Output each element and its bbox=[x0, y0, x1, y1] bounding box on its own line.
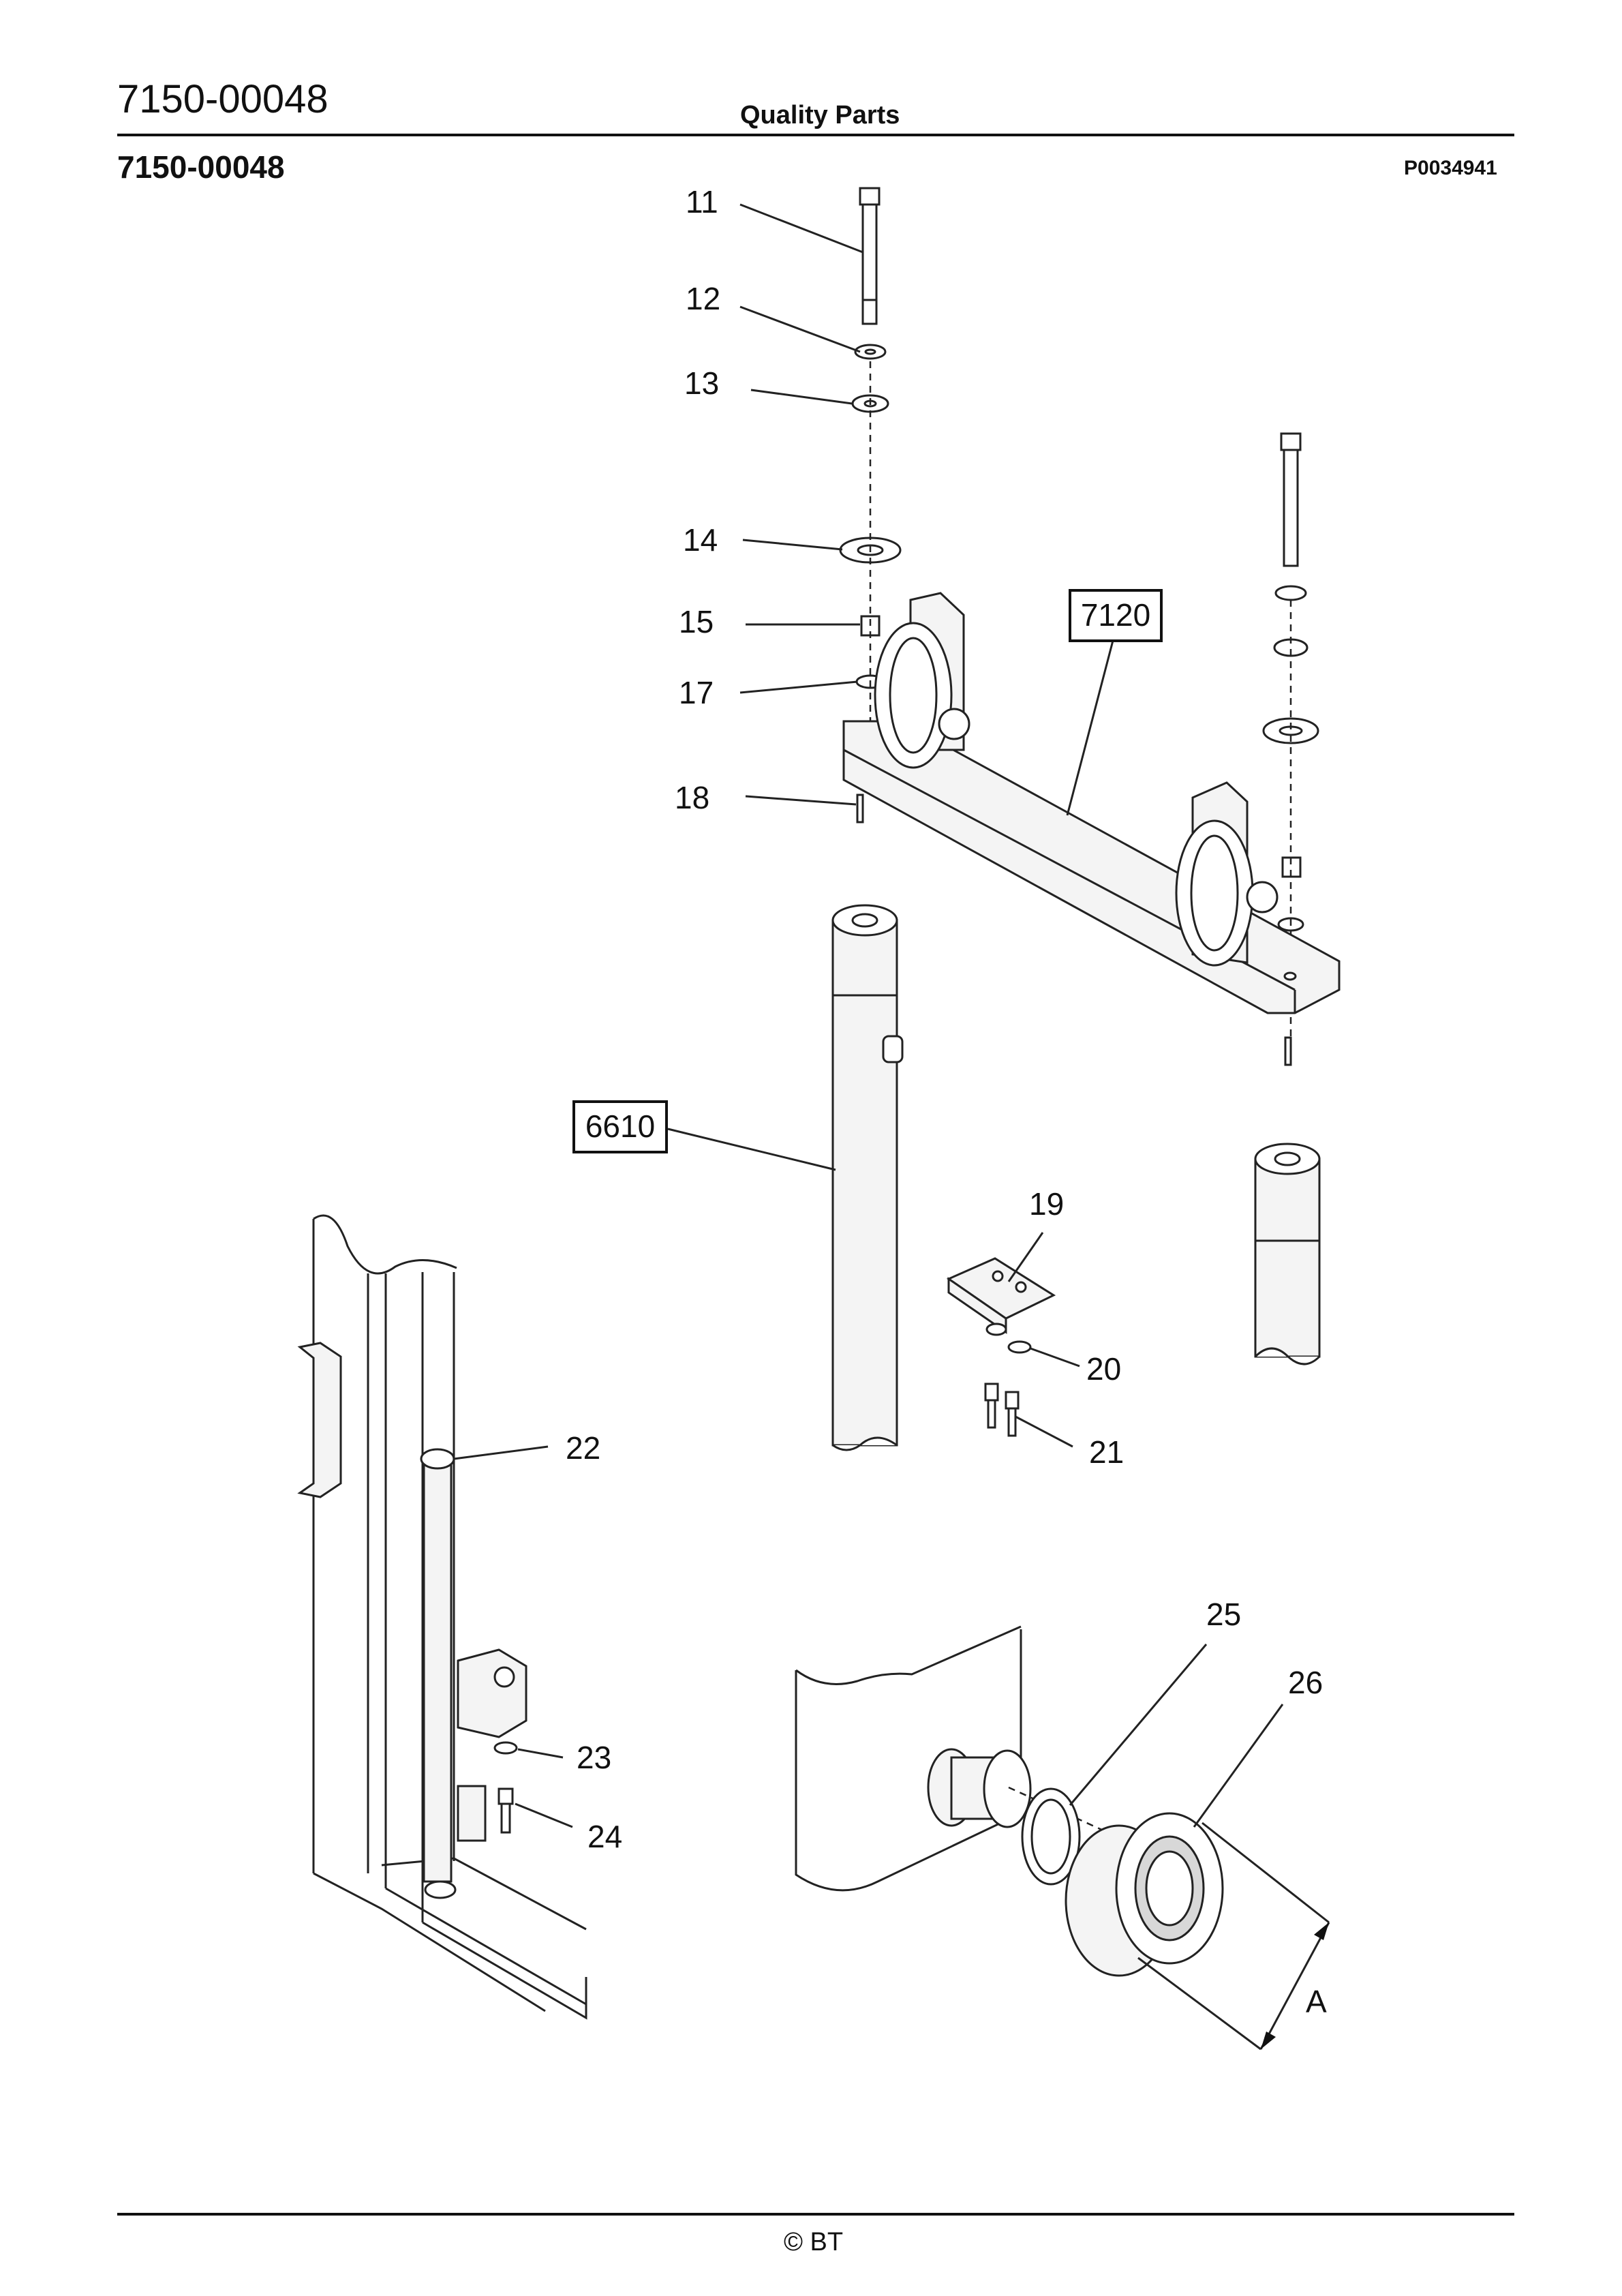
tube-body bbox=[831, 919, 898, 1447]
callout-22: 22 bbox=[566, 1430, 600, 1466]
callout-26: 26 bbox=[1288, 1665, 1323, 1700]
callout-17: 17 bbox=[679, 675, 714, 710]
mast-tube-right bbox=[1254, 1143, 1321, 1365]
dimension-a-label: A bbox=[1306, 1984, 1327, 2019]
cross-beam-assembly bbox=[842, 592, 1341, 1014]
label-box-7120: 7120 bbox=[1081, 597, 1150, 633]
callout-15: 15 bbox=[679, 604, 714, 639]
callout-12: 12 bbox=[686, 281, 720, 316]
bolt-stack-right bbox=[1262, 432, 1319, 1066]
bolt-21b bbox=[1005, 1391, 1020, 1410]
callout-19: 19 bbox=[1029, 1186, 1064, 1222]
bolt-head bbox=[859, 187, 881, 206]
handle bbox=[297, 1342, 342, 1498]
bracket-plate-19 bbox=[946, 1257, 1056, 1437]
footer-copyright: © BT bbox=[784, 2228, 844, 2256]
rod-22 bbox=[423, 1457, 453, 1883]
bolt-shank bbox=[861, 203, 878, 325]
mast-tube-6610 bbox=[831, 904, 904, 1451]
callout-25: 25 bbox=[1206, 1597, 1241, 1632]
callout-11: 11 bbox=[686, 184, 718, 220]
callout-14: 14 bbox=[683, 522, 718, 558]
box-6610 bbox=[572, 1100, 668, 1153]
mast-channel bbox=[297, 1214, 587, 2020]
bolt-21a bbox=[984, 1383, 999, 1402]
roller-bracket bbox=[457, 1648, 527, 1738]
label-box-6610: 6610 bbox=[585, 1108, 655, 1144]
box-7120 bbox=[1069, 589, 1163, 642]
footer-rule bbox=[117, 2213, 1514, 2216]
bolt-stack-left bbox=[839, 187, 902, 824]
callout-18: 18 bbox=[675, 780, 709, 815]
callout-24: 24 bbox=[587, 1819, 622, 1854]
header-part-code: 7150-00048 bbox=[117, 77, 328, 121]
bolt-24 bbox=[498, 1787, 514, 1805]
washer-23 bbox=[493, 1741, 518, 1755]
bearing-assembly bbox=[795, 1625, 1330, 2051]
drawing-reference: P0034941 bbox=[1404, 157, 1497, 179]
callout-21: 21 bbox=[1089, 1434, 1124, 1470]
header-rule bbox=[117, 134, 1514, 136]
header-title: Quality Parts bbox=[740, 101, 900, 130]
callout-13: 13 bbox=[684, 365, 719, 401]
callout-23: 23 bbox=[577, 1740, 611, 1775]
pin-18 bbox=[856, 794, 864, 824]
plate-19 bbox=[946, 1257, 1056, 1320]
leader-lines bbox=[453, 203, 1284, 1828]
callout-20: 20 bbox=[1086, 1351, 1121, 1387]
washer-20 bbox=[1007, 1340, 1032, 1354]
subheader-part-code: 7150-00048 bbox=[117, 149, 285, 185]
